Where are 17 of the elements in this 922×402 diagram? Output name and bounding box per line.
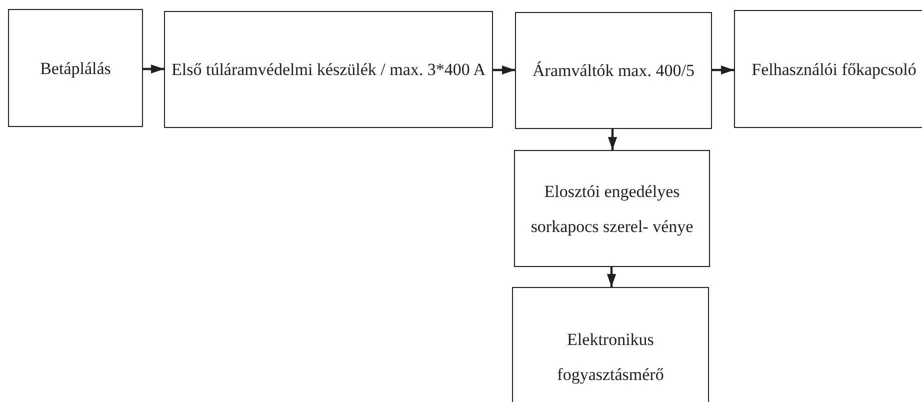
process-box — [8, 9, 143, 127]
box-label: Első túláramvédelmi készülék / max. 3*400 A — [172, 59, 486, 81]
box-label: Felhasználói főkapcsoló — [752, 58, 916, 81]
process-box — [164, 11, 493, 128]
process-box — [514, 150, 710, 267]
process-box — [734, 10, 922, 128]
box-label: Elosztói engedélyes sorkapocs szerel- vénye — [530, 180, 694, 238]
box-label: Elektronikus fogyasztásmérő — [556, 329, 665, 386]
arrow — [493, 65, 515, 75]
process-box — [515, 12, 712, 129]
arrow — [143, 64, 164, 74]
box-label: Betáplálás — [40, 58, 111, 80]
arrow — [608, 129, 618, 150]
box-label: Áramváltók max. 400/5 — [532, 60, 694, 82]
arrow — [606, 267, 616, 287]
arrow — [712, 65, 734, 75]
process-box — [512, 287, 709, 402]
